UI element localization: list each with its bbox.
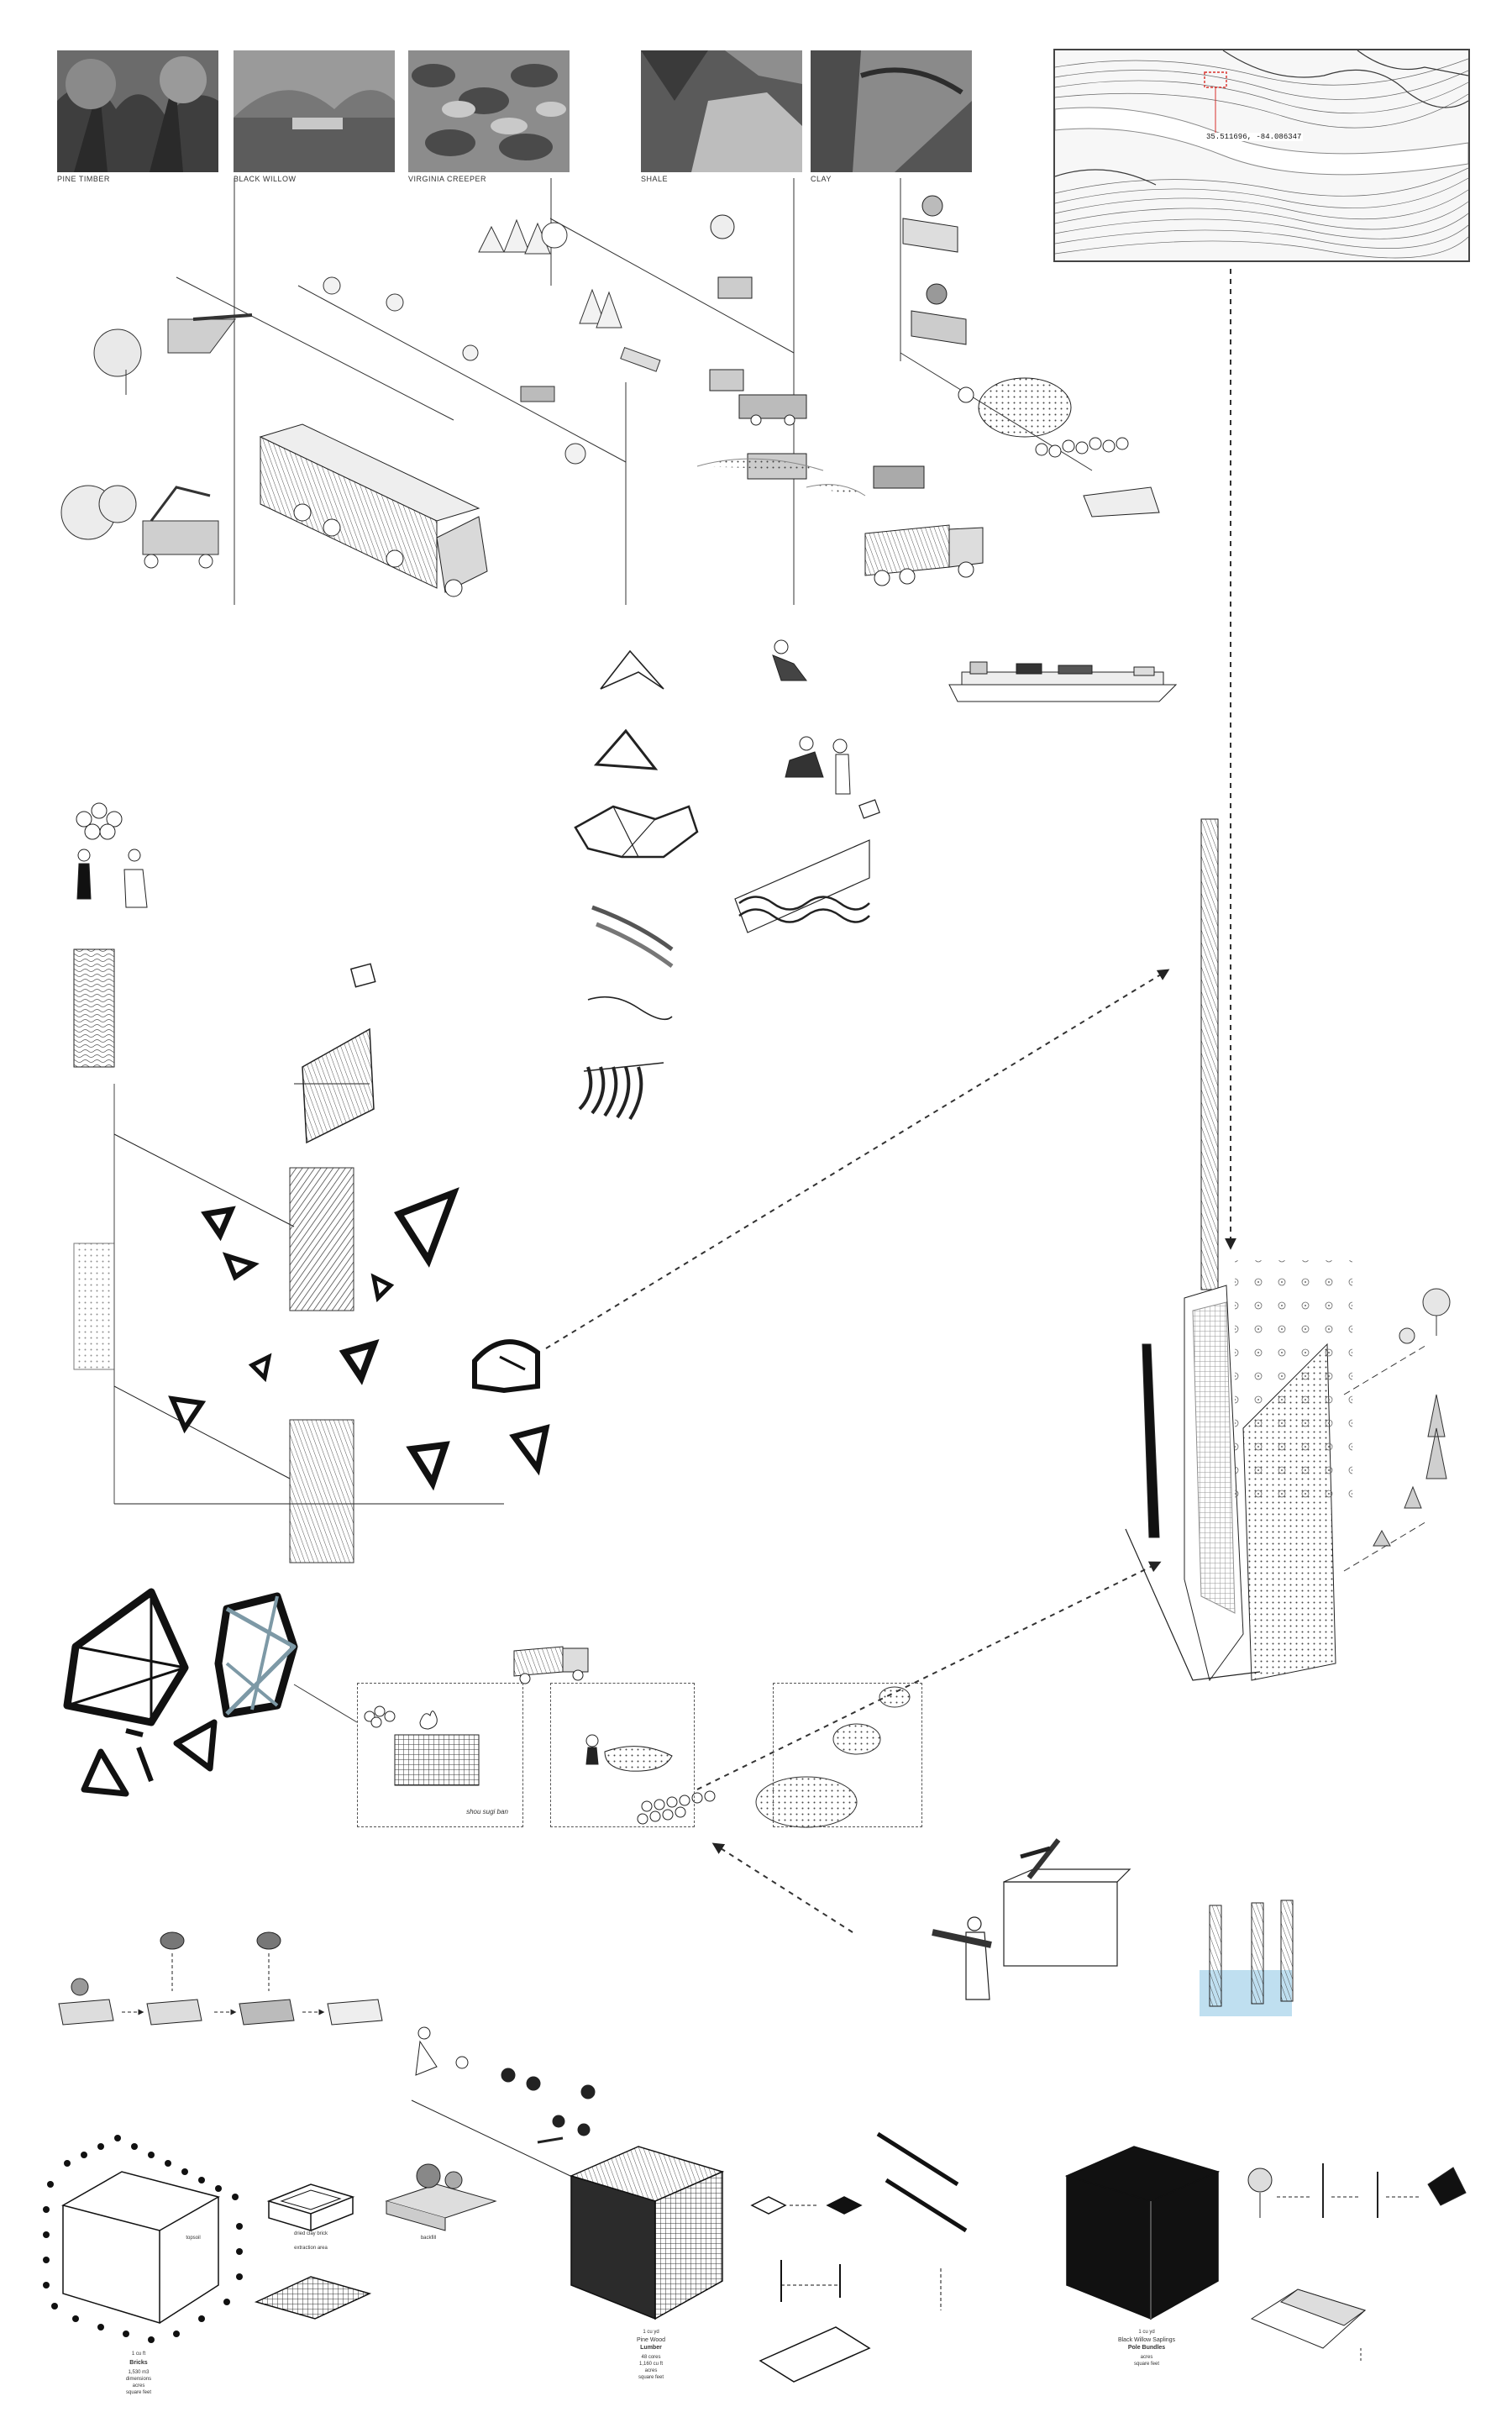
bricks-title: Bricks <box>129 2360 148 2366</box>
tree-line-sketch <box>323 218 661 465</box>
flow-arrows <box>545 269 1236 1933</box>
poles-stat-1: acres <box>1140 2355 1153 2360</box>
kiln-box <box>357 1683 523 1827</box>
brick-note-2: extraction area <box>294 2246 328 2251</box>
photo-caption-creeper: VIRGINIA CREEPER <box>408 175 487 183</box>
triangle-modules <box>168 1187 550 1491</box>
photo-caption-clay: CLAY <box>811 175 832 183</box>
map-coordinates: 35.511696, -84.086347 <box>1205 133 1304 141</box>
lumber-title-2: Lumber <box>640 2345 662 2351</box>
lumber-stat-3: acres <box>644 2368 658 2373</box>
digging-figures <box>411 2026 596 2185</box>
dump-truck-small <box>513 1646 589 1684</box>
lumber-stat-2: 1,160 cu ft <box>638 2362 664 2367</box>
poles-title-1: Black Willow Saplings <box>1117 2337 1176 2343</box>
brick-mold <box>254 2183 372 2320</box>
photo-shale <box>641 50 802 172</box>
worker-figures <box>772 639 851 795</box>
log-truck <box>259 423 488 597</box>
poles-caption-small: 1 cu yd <box>1138 2330 1155 2335</box>
bricks-stat-1: 1,530 m3 <box>128 2370 150 2375</box>
kiln-sketch <box>364 1705 480 1786</box>
dome-box <box>773 1683 922 1827</box>
willow-bundles <box>1200 1900 1294 2016</box>
brick-molding-sketch <box>585 1734 716 1825</box>
triangle-structure-cluster <box>63 1588 298 1797</box>
pole-cube <box>1064 2146 1221 2320</box>
photo-caption-shale: SHALE <box>641 175 669 183</box>
timber-process <box>73 802 504 1505</box>
weaving-sketches <box>574 649 699 1121</box>
planting-sequence <box>58 1931 383 2026</box>
lumber-caption-small: 1 cu yd <box>643 2330 659 2335</box>
barge <box>948 661 1178 702</box>
brick-note-4: topsoil <box>186 2236 201 2241</box>
brick-note-3: backfill <box>420 2236 437 2241</box>
bricks-stat-2: dimensions <box>125 2377 152 2382</box>
lumber-stat-4: square feet <box>638 2375 664 2380</box>
brick-cube <box>43 2135 243 2343</box>
tree-icons <box>1343 1288 1451 1572</box>
photo-black-willow <box>234 50 395 172</box>
photo-pine-timber <box>57 50 218 172</box>
photo-leader-lines <box>176 178 1093 605</box>
dump-truck <box>864 524 984 586</box>
lumber-title-1: Pine Wood <box>636 2337 666 2343</box>
sapling-diagram <box>1247 2163 1467 2361</box>
planted-block <box>385 2163 497 2231</box>
willow-storage-box <box>932 1838 1131 2000</box>
photo-caption-willow: BLACK WILLOW <box>234 175 297 183</box>
photo-virginia-creeper <box>408 50 570 172</box>
poles-stat-2: square feet <box>1133 2362 1160 2367</box>
lumber-cube <box>569 2146 725 2320</box>
topographic-map <box>1053 49 1470 262</box>
lumber-stat-1: 48 cores <box>641 2355 661 2360</box>
brick-note-1: dried clay brick <box>293 2231 328 2236</box>
forestry-sketch <box>60 313 253 569</box>
bricks-caption-small: 1 cu ft <box>131 2352 146 2357</box>
bricks-stat-3: acres <box>132 2383 145 2388</box>
shale-excavation-sketch <box>696 214 925 497</box>
earth-domes <box>755 1686 911 1828</box>
molding-box <box>550 1683 695 1827</box>
photo-clay <box>811 50 972 172</box>
charred-panel <box>289 1167 354 1311</box>
clay-process-sketch <box>902 195 1160 518</box>
lumber-panel <box>289 1419 354 1563</box>
photo-caption-pine: PINE TIMBER <box>57 175 110 183</box>
poles-title-2: Pole Bundles <box>1127 2345 1166 2351</box>
kiln-box-label: shou sugi ban <box>466 1808 508 1816</box>
stacked-wood-pile <box>302 963 376 1144</box>
tower-structure <box>1125 818 1352 1682</box>
lumber-cutting-diagram <box>750 2131 968 2383</box>
woven-wall <box>734 799 880 933</box>
bricks-stat-4: square feet <box>125 2390 152 2395</box>
